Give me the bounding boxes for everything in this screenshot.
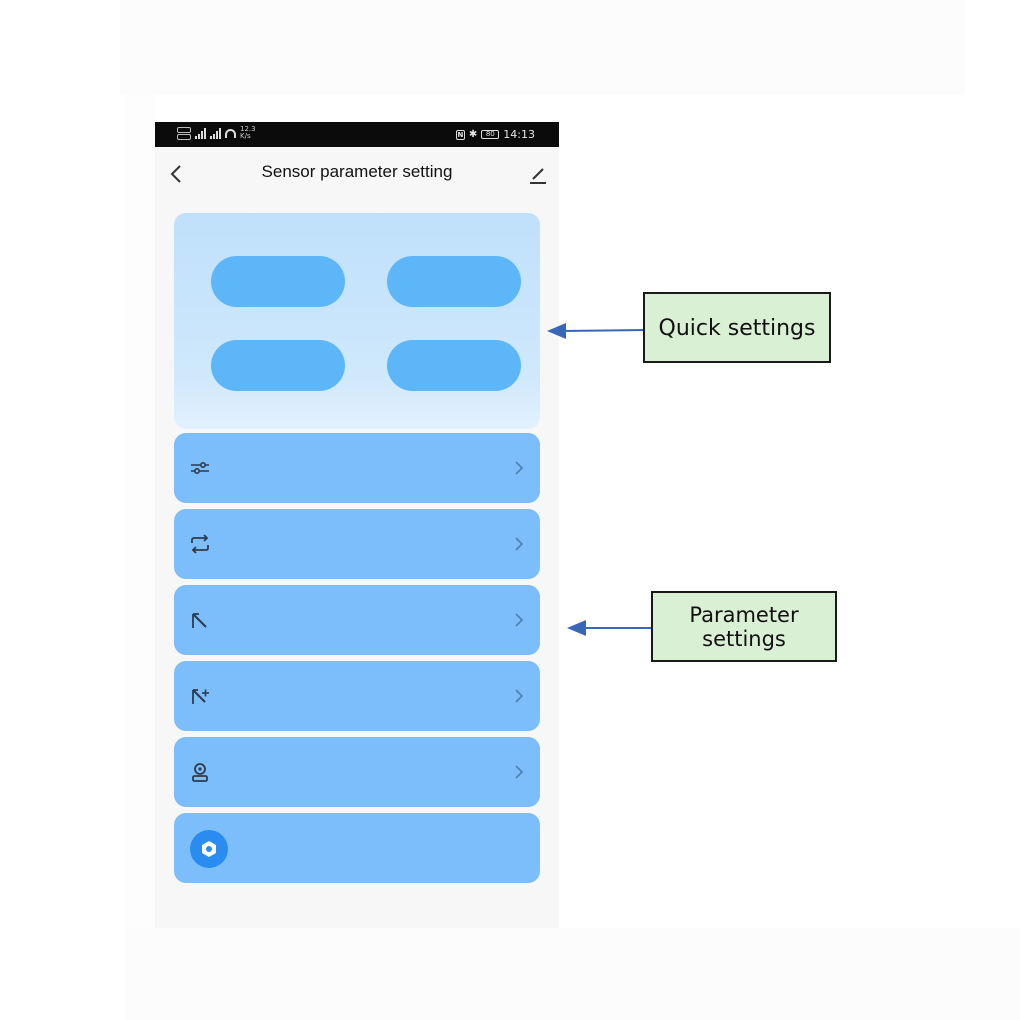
angle-icon <box>192 613 207 628</box>
parameter-row-settings[interactable] <box>174 813 540 883</box>
status-time: 14:13 <box>503 128 535 141</box>
quick-settings-arrow <box>547 323 644 339</box>
quick-settings-callout: Quick settings <box>643 292 831 363</box>
bottom-backdrop <box>125 928 1020 1020</box>
net-speed-unit: K/s <box>240 132 251 140</box>
angle-plus-icon <box>192 689 209 704</box>
parameter-row-cycle[interactable] <box>174 509 540 579</box>
top-backdrop <box>120 0 965 95</box>
chevron-right-icon <box>515 765 524 779</box>
page-title: Sensor parameter setting <box>261 162 453 181</box>
status-bar: 12.3 K/s N ✱ 80 14:13 <box>155 122 559 147</box>
quick-setting-button-2[interactable] <box>387 256 521 307</box>
battery-icon: 80 <box>481 130 500 139</box>
signal-icon-1 <box>195 127 206 139</box>
title-bar: Sensor parameter setting <box>155 147 559 202</box>
status-right: N ✱ 80 14:13 <box>455 128 535 141</box>
cycle-icon <box>191 534 209 554</box>
net-speed-value: 12.3 <box>240 125 256 133</box>
chevron-right-icon <box>515 537 524 551</box>
parameter-settings-callout-line2: settings <box>702 627 786 651</box>
quick-setting-button-3[interactable] <box>211 340 345 391</box>
parameter-settings-arrow <box>567 620 651 636</box>
bluetooth-icon: ✱ <box>468 129 478 140</box>
signal-icon-2 <box>210 127 221 139</box>
pen-icon <box>530 168 546 184</box>
sim-icon <box>177 126 191 140</box>
person-badge-icon <box>192 763 208 782</box>
back-button[interactable] <box>167 163 187 185</box>
parameter-row-sliders[interactable] <box>174 433 540 503</box>
edit-button[interactable] <box>527 164 549 186</box>
chevron-left-icon <box>170 165 181 183</box>
chevron-right-icon <box>515 689 524 703</box>
phone-side-margin <box>125 95 155 928</box>
parameter-settings-callout: Parameter settings <box>651 591 837 662</box>
sliders-icon <box>191 462 209 475</box>
net-speed: 12.3 K/s <box>240 126 256 140</box>
wifi-icon <box>225 128 236 138</box>
parameter-row-person[interactable] <box>174 737 540 807</box>
parameter-settings-callout-line1: Parameter <box>689 603 799 627</box>
quick-setting-button-1[interactable] <box>211 256 345 307</box>
quick-settings-card <box>174 213 540 429</box>
phone-screen: 12.3 K/s N ✱ 80 14:13 Sensor parameter s… <box>155 122 559 928</box>
quick-setting-button-4[interactable] <box>387 340 521 391</box>
hex-settings-icon <box>202 841 216 857</box>
chevron-right-icon <box>515 461 524 475</box>
parameter-row-angle[interactable] <box>174 585 540 655</box>
parameter-row-angle-adjust[interactable] <box>174 661 540 731</box>
settings-badge <box>190 830 228 868</box>
chevron-right-icon <box>515 613 524 627</box>
nfc-icon: N <box>455 129 465 140</box>
status-left: 12.3 K/s <box>177 126 256 140</box>
